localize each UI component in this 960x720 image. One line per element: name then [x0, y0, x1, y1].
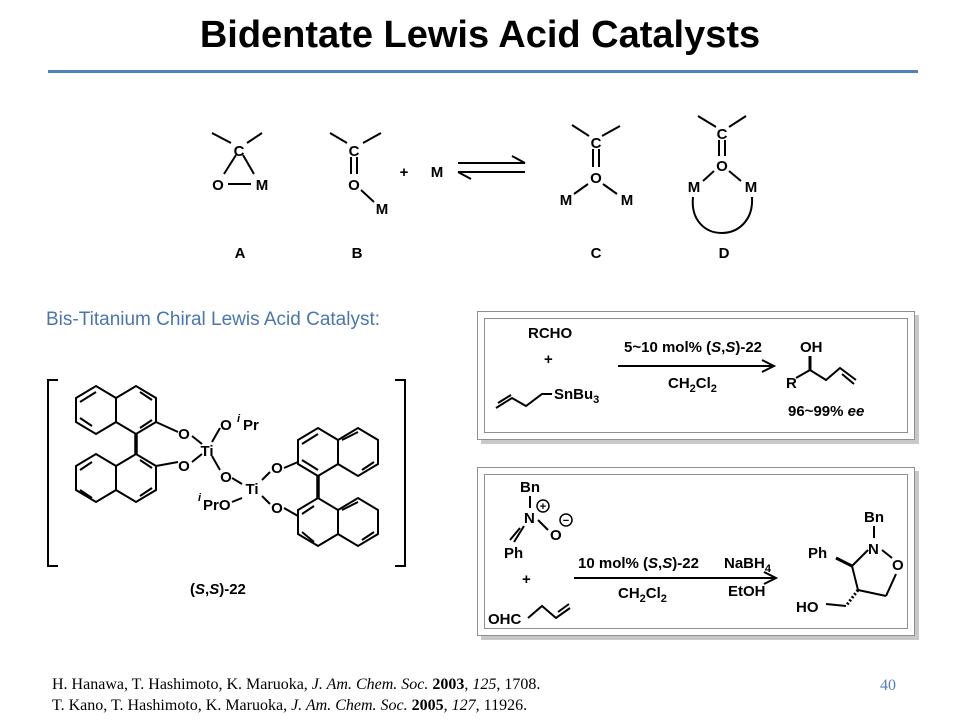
atom-o: O: [892, 557, 904, 574]
atom-o: O: [271, 460, 283, 477]
atom-n: N: [524, 510, 535, 527]
isopropoxy-label: PrO: [203, 497, 231, 514]
reference-1: H. Hanawa, T. Hashimoto, K. Maruoka, J. …: [52, 676, 541, 693]
box-inner-frame: [484, 474, 908, 629]
negative-charge: −: [563, 515, 569, 527]
plus-sign: +: [400, 164, 409, 181]
structure-d: C O M M: [688, 115, 758, 234]
atom-c: C: [717, 126, 728, 143]
references: H. Hanawa, T. Hashimoto, K. Maruoka, J. …: [52, 674, 540, 716]
propyl-label: Pr: [243, 417, 259, 434]
plus-sign: +: [544, 351, 553, 368]
atom-o: O: [716, 158, 728, 175]
reference-2: T. Kano, T. Hashimoto, K. Maruoka, J. Am…: [52, 697, 528, 714]
atom-m: M: [688, 179, 701, 196]
structure-a: C O M: [211, 132, 269, 194]
phenyl-label: Ph: [504, 545, 523, 562]
condition-catalyst: 5~10 mol% (S,S)-22: [624, 339, 762, 356]
aldehyde-label: RCHO: [528, 325, 572, 342]
box-inner-frame: [484, 318, 908, 433]
phenyl-label: Ph: [808, 545, 827, 562]
atom-c: C: [591, 135, 602, 152]
aldehyde-label: OHC: [488, 611, 522, 628]
bis-titanium-catalyst-structure: O O Ti O i Pr O Ti i PrO O O (S,S)-22: [47, 379, 406, 598]
atom-c: C: [349, 143, 360, 160]
equilibrium-arrows: [457, 155, 526, 180]
structure-b: C O M: [329, 132, 389, 218]
atom-ti: Ti: [245, 481, 258, 498]
atom-m: M: [376, 201, 389, 218]
condition-solvent: CH2Cl2: [618, 585, 667, 605]
page-number: 40: [880, 677, 896, 694]
atom-n: N: [868, 541, 879, 558]
atom-o: O: [550, 527, 562, 544]
atom-o: O: [220, 417, 232, 434]
cycloaddition-scheme: Bn N + O − Ph + OHC 10 mol% (S,S)-22 CH2…: [488, 479, 904, 628]
condition-catalyst: 10 mol% (S,S)-22: [578, 555, 699, 572]
r-group-label: R: [786, 375, 797, 392]
atom-o: O: [271, 500, 283, 517]
iso-prefix: i: [237, 413, 241, 425]
benzyl-label: Bn: [520, 479, 540, 496]
atom-o: O: [178, 426, 190, 443]
condition-ethanol: EtOH: [728, 583, 766, 600]
label-c: C: [591, 245, 602, 262]
catalyst-label: (S,S)-22: [190, 581, 246, 598]
structure-c: C O M M: [560, 124, 634, 209]
iso-prefix: i: [198, 492, 202, 504]
atom-o: O: [348, 177, 360, 194]
atom-o: O: [590, 170, 602, 187]
label-d: D: [719, 245, 730, 262]
condition-reductant: NaBH4: [724, 555, 772, 575]
benzyl-label: Bn: [864, 509, 884, 526]
hydroxyl-label: HO: [796, 599, 819, 616]
label-b: B: [352, 245, 363, 262]
enantioselectivity: 96~99% ee: [788, 403, 864, 420]
atom-m: M: [256, 177, 269, 194]
positive-charge: +: [540, 501, 546, 513]
title-underline: [48, 70, 918, 73]
atom-m: M: [560, 192, 573, 209]
slide-title: Bidentate Lewis Acid Catalysts: [199, 14, 761, 56]
atom-c: C: [234, 143, 245, 160]
allylation-reaction-box: RCHO + SnBu3 5~10 mol% (S,S)-22 CH2Cl2 O…: [477, 311, 915, 440]
condition-solvent: CH2Cl2: [668, 375, 717, 395]
atom-m: M: [431, 164, 444, 181]
stannane-label: SnBu3: [554, 386, 599, 406]
atom-m: M: [621, 192, 634, 209]
atom-m: M: [745, 179, 758, 196]
cycloaddition-reaction-box: Bn N + O − Ph + OHC 10 mol% (S,S)-22 CH2…: [477, 467, 915, 636]
plus-sign: +: [522, 571, 531, 588]
atom-o: O: [220, 469, 232, 486]
catalyst-heading: Bis-Titanium Chiral Lewis Acid Catalyst:: [46, 309, 381, 330]
atom-o: O: [178, 458, 190, 475]
atom-ti: Ti: [200, 443, 213, 460]
atom-o: O: [212, 177, 224, 194]
hydroxyl-label: OH: [800, 339, 823, 356]
allylation-scheme: RCHO + SnBu3 5~10 mol% (S,S)-22 CH2Cl2 O…: [495, 325, 864, 420]
label-a: A: [235, 245, 246, 262]
